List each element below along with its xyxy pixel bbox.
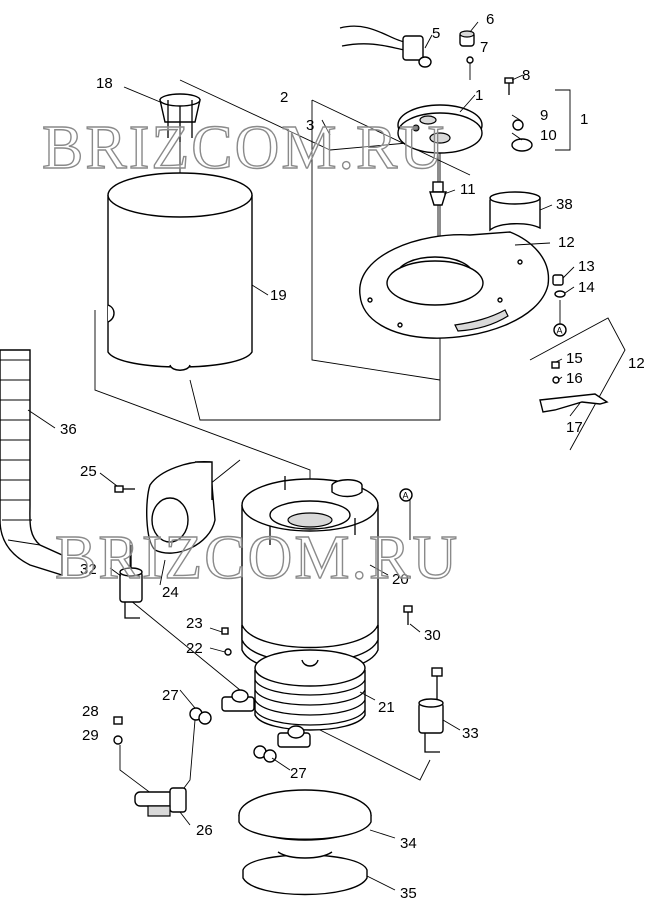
callout-29: 29 — [82, 727, 99, 744]
part-28-screw — [113, 716, 123, 725]
bracket-1-group — [555, 89, 571, 151]
callout-5: 5 — [432, 25, 440, 42]
part-17-bracket — [539, 393, 609, 413]
callout-33: 33 — [462, 725, 479, 742]
part-19-combustion-cylinder — [107, 172, 253, 371]
part-11-nozzle — [429, 181, 447, 206]
callout-34: 34 — [400, 835, 417, 852]
callout-28: 28 — [82, 703, 99, 720]
callout-12-group: 12 — [628, 355, 645, 372]
part-14-washer — [554, 290, 566, 298]
callout-20: 20 — [392, 571, 409, 588]
watermark-bottom: BRIZCOM.RU — [55, 524, 459, 592]
callout-1: 1 — [475, 87, 483, 104]
part-6-nut — [459, 30, 475, 47]
callout-3: 3 — [306, 117, 314, 134]
part-24-air-guide — [146, 461, 216, 554]
callout-30: 30 — [424, 627, 441, 644]
callout-1-group: 1 — [580, 111, 588, 128]
connection-marker-a-lower: A — [399, 488, 413, 502]
part-1-burner-head — [397, 104, 483, 154]
callout-16: 16 — [566, 370, 583, 387]
callout-18: 18 — [96, 75, 113, 92]
part-18-flame-holder — [159, 93, 201, 142]
part-38-sleeve — [489, 191, 541, 232]
callout-27-upper: 27 — [162, 687, 179, 704]
callout-8: 8 — [522, 67, 530, 84]
part-21-coil — [254, 649, 366, 731]
callout-36: 36 — [60, 421, 77, 438]
part-36-flexible-hose — [0, 349, 63, 576]
part-34-insulation-disc — [238, 789, 372, 841]
callout-leaders — [27, 21, 581, 891]
connection-marker-a-upper: A — [553, 323, 567, 337]
callout-labels: 5 6 7 8 1 9 10 1 2 3 18 11 38 12 13 14 1… — [60, 11, 645, 902]
callout-19: 19 — [270, 287, 287, 304]
part-7-washer — [466, 56, 474, 64]
callout-2: 2 — [280, 89, 288, 106]
svg-text:A: A — [557, 326, 563, 336]
callout-10: 10 — [540, 127, 557, 144]
callout-13: 13 — [578, 258, 595, 275]
part-13-nut — [552, 274, 564, 286]
callout-7: 7 — [480, 39, 488, 56]
callout-32: 32 — [80, 561, 97, 578]
watermark-top: BRIZCOM.RU — [42, 114, 446, 182]
callout-23: 23 — [186, 615, 203, 632]
callout-22: 22 — [186, 640, 203, 657]
part-12-base-plate — [359, 231, 550, 339]
svg-text:A: A — [403, 491, 409, 501]
callout-15: 15 — [566, 350, 583, 367]
callout-26: 26 — [196, 822, 213, 839]
callout-21: 21 — [378, 699, 395, 716]
part-27-o-rings-upper — [189, 707, 212, 725]
part-23-screw — [221, 627, 229, 635]
part-35-bottom-disc — [242, 851, 368, 896]
coil-inlet-fitting — [221, 689, 255, 712]
part-15-screw — [551, 361, 560, 369]
part-26-t-fitting — [134, 787, 187, 817]
callout-6: 6 — [486, 11, 494, 28]
callout-17: 17 — [566, 419, 583, 436]
callout-38: 38 — [556, 196, 573, 213]
callout-11: 11 — [460, 181, 476, 198]
part-10-gasket — [511, 138, 533, 152]
coil-outlet-fitting — [277, 725, 311, 748]
part-30-screw — [403, 605, 413, 625]
callout-25: 25 — [80, 463, 97, 480]
callout-14: 14 — [578, 279, 595, 296]
part-8-screw — [504, 77, 514, 95]
part-27-o-rings-lower — [253, 745, 277, 763]
callout-27-lower: 27 — [290, 765, 307, 782]
part-29-washer — [113, 735, 123, 745]
callout-24: 24 — [162, 584, 179, 601]
part-22-washer — [224, 648, 232, 656]
part-9-ring — [512, 119, 524, 131]
callout-9: 9 — [540, 107, 548, 124]
part-16-washer — [552, 376, 560, 384]
part-5-sensor-with-wires — [339, 25, 432, 68]
part-32-sensor — [119, 545, 143, 619]
callout-12: 12 — [558, 234, 575, 251]
part-33-sensor — [418, 667, 444, 753]
part-25-screw — [114, 485, 135, 493]
callout-35: 35 — [400, 885, 417, 902]
